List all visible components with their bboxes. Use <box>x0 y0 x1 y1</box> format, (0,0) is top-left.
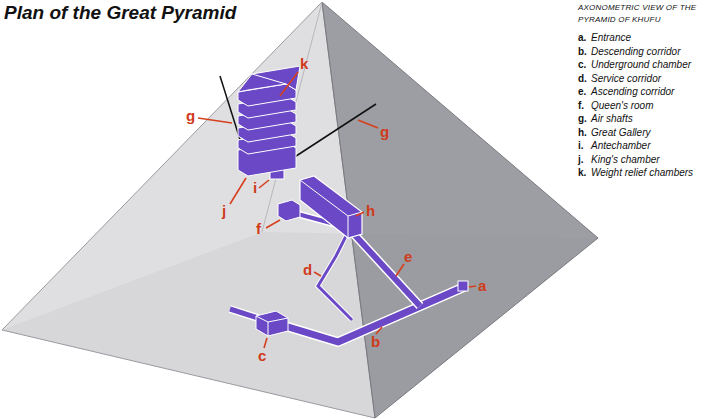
gallery-edge <box>348 216 349 238</box>
callout-letter: b <box>371 334 380 350</box>
key-description: Weight relief chambers <box>591 166 711 179</box>
callout-letter: h <box>366 203 375 219</box>
underground-chamber <box>256 311 288 336</box>
relief-gable <box>238 66 300 92</box>
air-shaft <box>290 104 376 160</box>
key-description: Underground chamber <box>591 58 711 71</box>
legend-heading: AXONOMETRIC VIEW OF THE PYRAMID OF KHUFU <box>578 2 710 26</box>
key-description: Queen's room <box>591 99 711 112</box>
key-letter: b. <box>578 46 587 57</box>
callout-letter: e <box>404 249 412 265</box>
pyramid-left-face <box>2 2 375 418</box>
key-description: Entrance <box>591 31 711 44</box>
key-letter: h. <box>578 127 587 138</box>
callout-letter: f <box>256 221 261 237</box>
callout-letter: k <box>300 56 308 72</box>
callout-letter: j <box>222 203 226 219</box>
corridor-outline <box>230 309 258 318</box>
callout-letter: d <box>303 262 312 278</box>
pyramid-right-face <box>322 2 598 418</box>
diagram-title: Plan of the Great Pyramid <box>4 2 236 24</box>
key-letter: a. <box>578 32 586 43</box>
key-description: Service corridor <box>591 72 711 85</box>
corridor-outline <box>352 232 420 306</box>
key-description: Great Gallery <box>591 126 711 139</box>
entrance <box>458 281 468 291</box>
great-gallery <box>300 176 362 238</box>
key-description: King's chamber <box>591 153 711 166</box>
key-letter: c. <box>578 59 586 70</box>
callout-letter: i <box>253 180 257 196</box>
service-corridor <box>318 236 352 320</box>
leader-lines <box>198 72 476 348</box>
key-letter: f. <box>578 100 584 111</box>
key-letter: i. <box>578 140 584 151</box>
key-letter: j. <box>578 154 584 165</box>
key-description: Air shafts <box>591 112 711 125</box>
key-description: Descending corridor <box>591 45 711 58</box>
callout-letter: g <box>186 108 195 124</box>
key-description: Ascending corridor <box>591 85 711 98</box>
chamber-edge <box>268 322 269 336</box>
key-letter: g. <box>578 113 587 124</box>
key-letter: k. <box>578 167 586 178</box>
queens-room <box>278 200 300 221</box>
ascending-corridor <box>352 232 420 306</box>
callout-letter: c <box>258 348 266 364</box>
callout-letter: a <box>478 278 486 294</box>
key-description: Antechamber <box>591 139 711 152</box>
key-letter: d. <box>578 73 587 84</box>
corridor-outline <box>318 236 352 320</box>
chamber-edge <box>256 316 288 322</box>
gallery-edge <box>300 180 348 216</box>
gable-edge <box>252 74 286 84</box>
key-letter: e. <box>578 86 586 97</box>
dead-end-corridor <box>230 309 258 318</box>
callout-letter: g <box>380 124 389 140</box>
